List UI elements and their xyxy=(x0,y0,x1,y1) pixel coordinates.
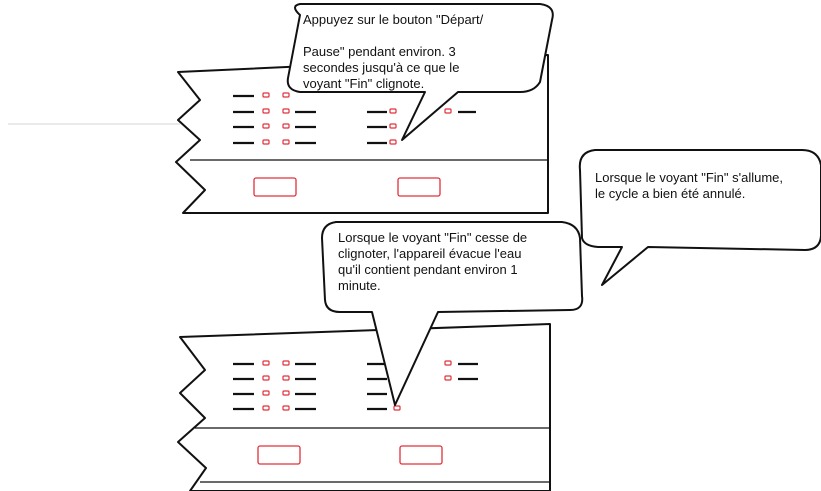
leds-top xyxy=(262,92,452,145)
callout-bubble-1 xyxy=(286,3,554,141)
led xyxy=(282,139,290,145)
led xyxy=(282,390,290,396)
led xyxy=(262,139,270,145)
led xyxy=(282,405,290,411)
indicator-rows-top xyxy=(233,94,476,145)
panel-button xyxy=(397,177,441,197)
led-end xyxy=(393,405,401,411)
led xyxy=(262,108,270,114)
led xyxy=(389,139,397,145)
panel-button xyxy=(399,445,443,465)
callout-hold-button-text: Appuyez sur le bouton "Départ/ Pause" pe… xyxy=(303,12,484,91)
led xyxy=(262,405,270,411)
led xyxy=(282,92,290,98)
callout-end-lit-text: Lorsque le voyant "Fin" s'allume, le cyc… xyxy=(595,170,784,201)
led xyxy=(444,375,452,381)
callout-bubble-3 xyxy=(321,221,584,406)
led xyxy=(282,123,290,129)
led xyxy=(444,108,452,114)
led xyxy=(262,123,270,129)
led xyxy=(282,108,290,114)
panel-button xyxy=(253,177,297,197)
buttons-bottom xyxy=(257,445,443,465)
led xyxy=(444,360,452,366)
indicator-rows-bottom xyxy=(233,362,478,411)
buttons-top xyxy=(253,177,441,197)
callout-end-stops-blinking-text: Lorsque le voyant "Fin" cesse de clignot… xyxy=(338,230,528,293)
led xyxy=(262,92,270,98)
led xyxy=(282,360,290,366)
led xyxy=(262,375,270,381)
control-panel-bottom xyxy=(177,323,551,491)
led xyxy=(389,123,397,129)
leds-bottom xyxy=(262,360,452,411)
led xyxy=(389,108,397,114)
led xyxy=(282,375,290,381)
led xyxy=(262,360,270,366)
panel-button xyxy=(257,445,301,465)
callout-bubble-2 xyxy=(578,148,821,286)
led xyxy=(262,390,270,396)
